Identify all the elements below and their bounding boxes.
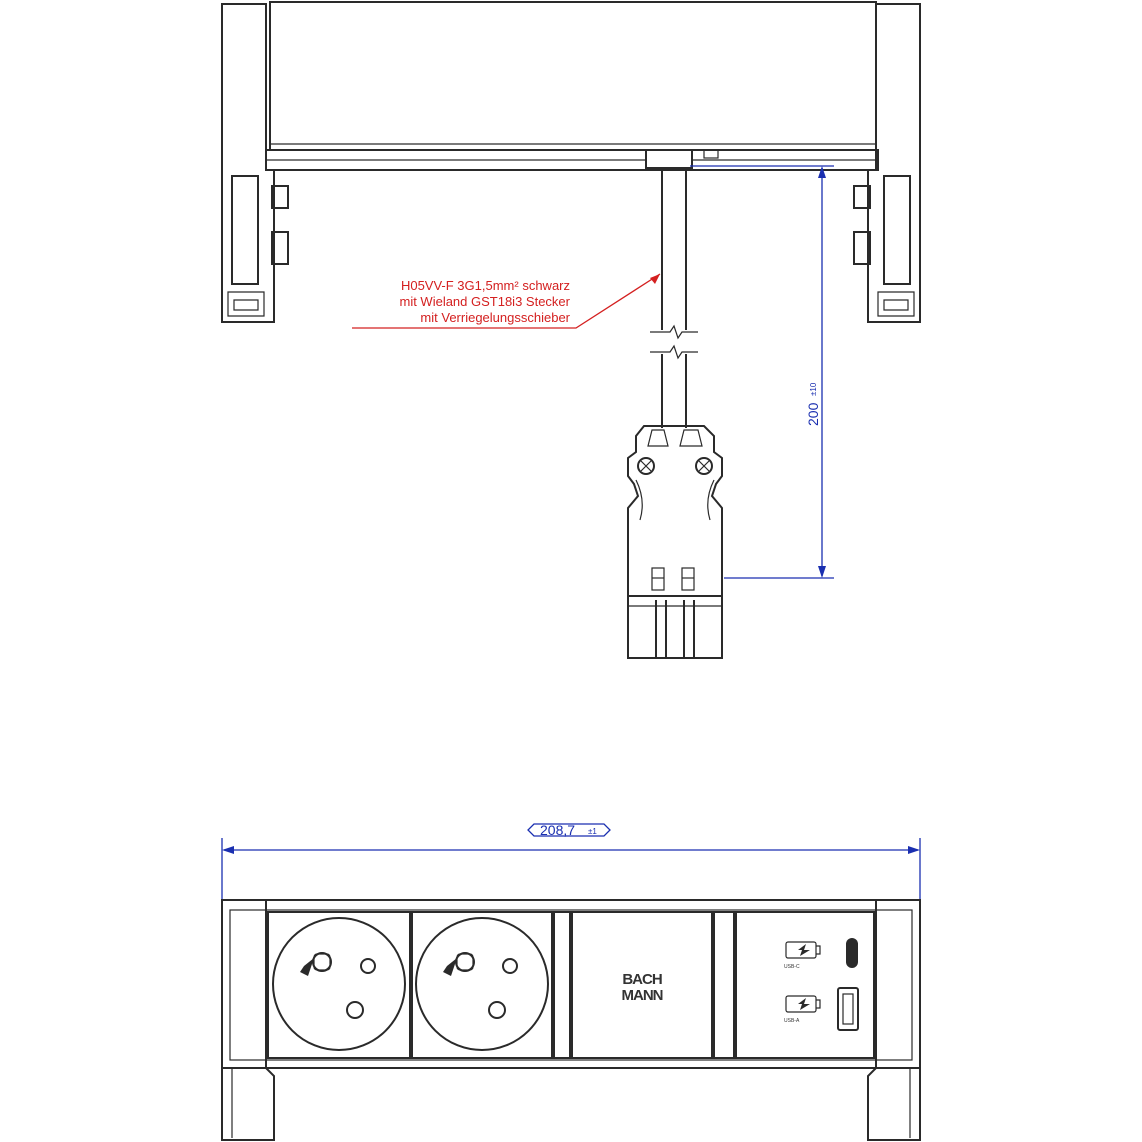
socket-2-lightning-icon (443, 958, 457, 976)
socket-1-earth-pin (312, 952, 332, 972)
usb-a-charge-icon (785, 995, 817, 1013)
total-width-value: 208,7 (540, 822, 575, 838)
usb-c-port[interactable] (846, 938, 858, 968)
socket-2-earth-pin (455, 952, 475, 972)
front-housing (221, 899, 921, 1069)
usb-a-label: USB-A (784, 1018, 800, 1024)
note-line-3: mit Verriegelungsschieber (420, 310, 570, 325)
socket-1-face (272, 917, 406, 1051)
brand-module: BACH MANN (571, 911, 713, 1059)
cable-length-tolerance: ±10 (809, 382, 818, 396)
note-line-2: mit Wieland GST18i3 Stecker (399, 294, 570, 309)
usb-module: USB-C USB-A (735, 911, 875, 1059)
usb-c-charge-icon (785, 941, 817, 959)
total-width-dimension: 208,7 ±1 (221, 822, 921, 900)
socket-1-lightning-icon (300, 958, 314, 976)
wieland-connector (627, 425, 723, 659)
socket-1-hole-b (346, 1001, 364, 1019)
cable-length-dimension: 200 ±10 (690, 165, 834, 579)
brand-logo-line-1: BACH (622, 971, 661, 988)
note-line-1: H05VV-F 3G1,5mm² schwarz (401, 278, 570, 293)
cable-length-value: 200 (805, 402, 821, 426)
socket-2-hole-b (488, 1001, 506, 1019)
cable-note: H05VV-F 3G1,5mm² schwarz mit Wieland GST… (352, 273, 661, 329)
brand-logo-line-2: MANN (622, 987, 663, 1004)
screw-right-icon (695, 457, 713, 475)
note-leader-line (352, 273, 661, 329)
housing-top (269, 1, 877, 151)
socket-module-1 (267, 911, 411, 1059)
cable-gland (645, 149, 693, 169)
power-cable (650, 168, 698, 428)
front-view: 208,7 ±1 (221, 822, 921, 1141)
socket-2-hole-a (502, 958, 518, 974)
side-view: 200 ±10 H05VV-F 3G1,5mm² schwarz mit Wie… (221, 1, 921, 659)
socket-1-hole-a (360, 958, 376, 974)
screw-left-icon (637, 457, 655, 475)
usb-a-port[interactable] (837, 987, 859, 1031)
usb-c-label: USB-C (784, 964, 800, 970)
total-width-tolerance: ±1 (588, 827, 597, 836)
socket-module-2 (411, 911, 553, 1059)
right-end-cap (853, 3, 921, 323)
front-feet (221, 1067, 921, 1141)
left-end-cap (221, 3, 289, 323)
socket-2-face (415, 917, 549, 1051)
